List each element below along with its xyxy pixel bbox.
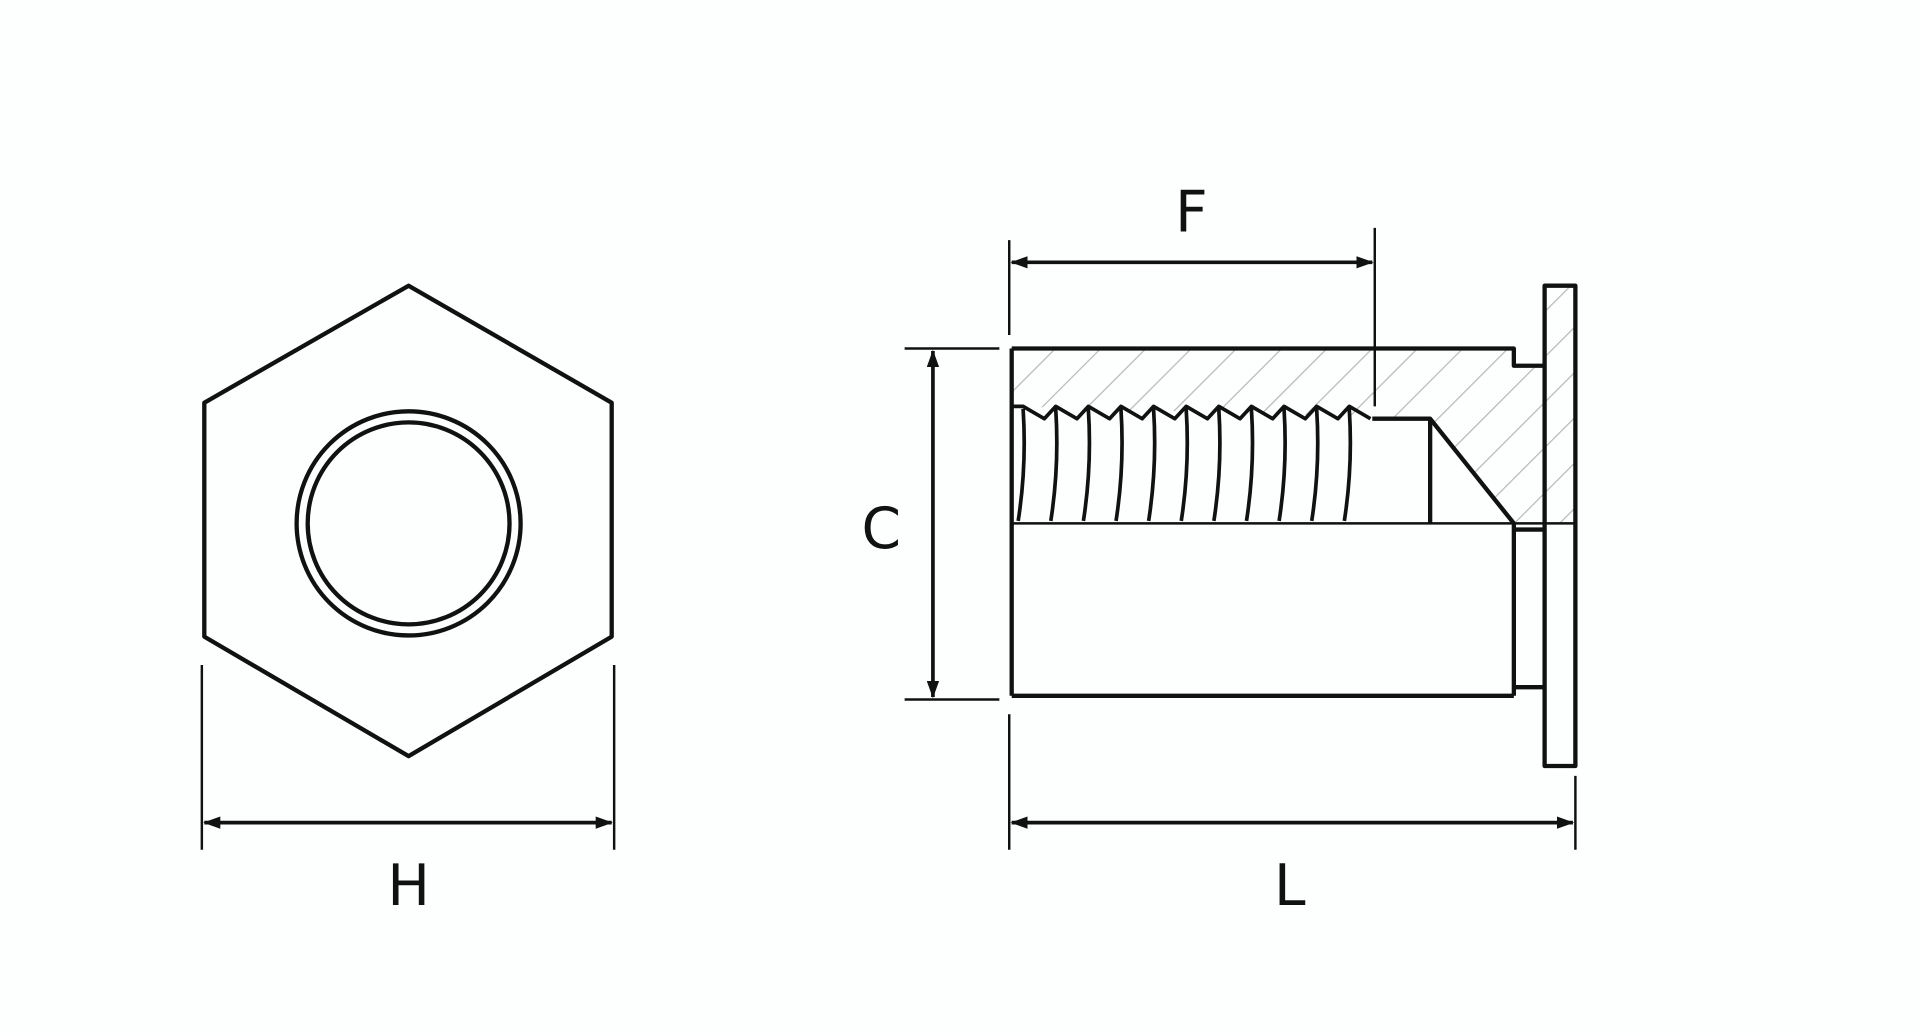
hatched-wall [1011, 285, 1576, 524]
dimension-l: L [1008, 714, 1577, 919]
bore-inner-circle [305, 420, 512, 627]
dimension-c: C [861, 347, 1000, 701]
flange [1542, 283, 1578, 769]
dimension-f: F [1008, 180, 1376, 407]
side-view-section [1009, 283, 1578, 769]
dimension-label-c: C [861, 496, 901, 562]
front-view-hex-nut [202, 283, 614, 759]
dimension-label-h: H [387, 853, 430, 919]
thread-crest-line [1011, 404, 1372, 421]
bore-outer-circle [294, 409, 523, 638]
thread-line [1309, 408, 1320, 522]
thread-line [1146, 408, 1157, 522]
internal-threads [1011, 404, 1372, 522]
thread-line [1081, 408, 1092, 522]
dimension-label-l: L [1274, 853, 1306, 919]
thread-line [1048, 408, 1059, 522]
hexagon-body [202, 283, 614, 759]
thread-line [1277, 408, 1287, 522]
thread-line [1212, 408, 1222, 522]
thread-line [1179, 408, 1190, 522]
dimension-h: H [200, 665, 616, 919]
dimension-label-f: F [1175, 180, 1208, 246]
thread-line [1016, 408, 1027, 522]
thread-line [1244, 408, 1255, 522]
thread-line [1342, 408, 1353, 522]
thread-line [1114, 408, 1124, 522]
